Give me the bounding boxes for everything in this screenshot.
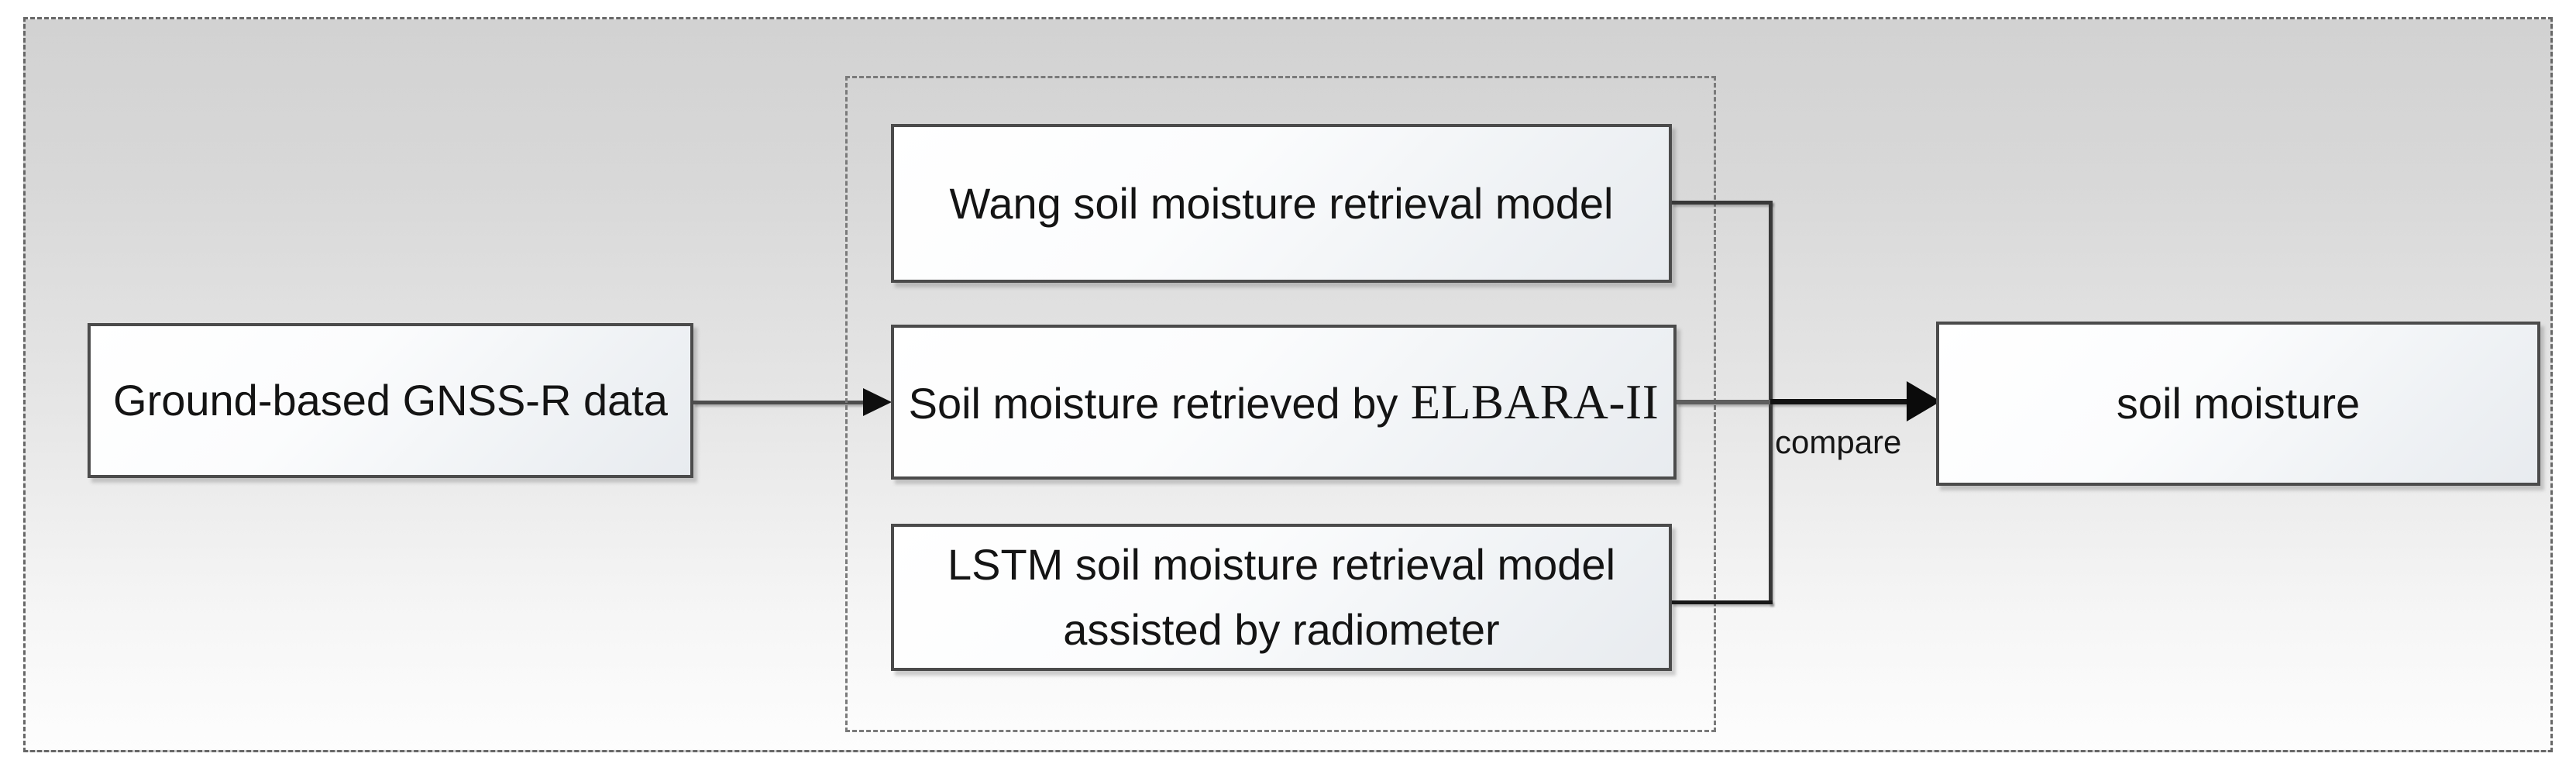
elbara-instrument-name: ELBARA-II bbox=[1410, 374, 1659, 429]
wang-connector-line bbox=[1672, 201, 1773, 205]
input-arrow-line bbox=[693, 401, 867, 404]
outer-frame: Ground-based GNSS-R data Wang soil moist… bbox=[23, 17, 2553, 752]
input-gnssr-label: Ground-based GNSS-R data bbox=[113, 376, 668, 425]
elbara-connector-line bbox=[1677, 400, 1771, 404]
input-arrowhead-right-icon bbox=[863, 388, 892, 416]
elbara-label-main: Soil moisture retrieved by bbox=[908, 378, 1398, 428]
compare-arrow-line bbox=[1770, 399, 1910, 404]
output-soil-moisture-box: soil moisture bbox=[1936, 322, 2540, 486]
lstm-model-label: LSTM soil moisture retrieval model assis… bbox=[948, 532, 1615, 662]
compare-arrowhead-right-icon bbox=[1907, 381, 1941, 421]
lstm-connector-line bbox=[1672, 600, 1773, 604]
lstm-model-box: LSTM soil moisture retrieval model assis… bbox=[891, 524, 1672, 671]
lstm-label-line1: LSTM soil moisture retrieval model bbox=[947, 540, 1616, 589]
output-soil-moisture-label: soil moisture bbox=[2116, 379, 2361, 428]
wang-model-label: Wang soil moisture retrieval model bbox=[949, 178, 1614, 228]
compare-label: compare bbox=[1775, 424, 1902, 460]
wang-model-box: Wang soil moisture retrieval model bbox=[891, 124, 1672, 283]
lstm-label-line2: assisted by radiometer bbox=[1063, 605, 1500, 654]
input-gnssr-box: Ground-based GNSS-R data bbox=[88, 323, 693, 478]
